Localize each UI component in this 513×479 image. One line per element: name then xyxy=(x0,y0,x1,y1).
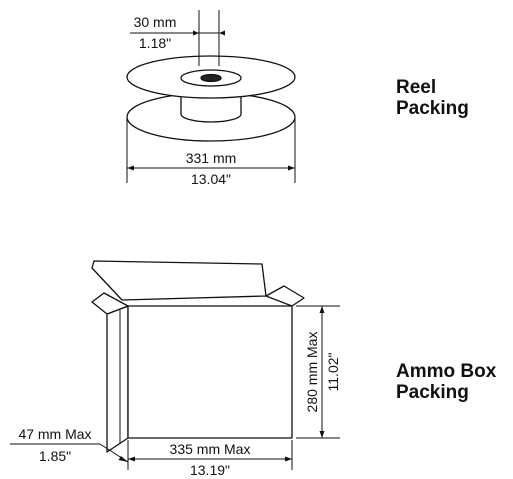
reel-drawing xyxy=(126,55,296,142)
ammo-box-heading-line1: Ammo Box xyxy=(396,361,497,382)
reel-heading-line1: Reel xyxy=(396,77,437,98)
reel-heading-line2: Packing xyxy=(396,98,469,119)
box-depth-in: 1.85" xyxy=(39,448,71,464)
box-left-flap xyxy=(91,292,129,315)
box-right-flap xyxy=(265,285,305,307)
reel-hub-width-mm: 30 mm xyxy=(134,14,177,30)
reel-packing-heading: Reel Packing xyxy=(396,77,469,119)
reel-diameter-in: 13.04" xyxy=(191,171,231,187)
box-depth-mm: 47 mm Max xyxy=(18,426,91,442)
reel-hub-width-in: 1.18" xyxy=(139,35,171,51)
box-height-dimension xyxy=(296,305,340,439)
reel-diameter-mm: 331 mm xyxy=(186,150,237,166)
ammo-box-drawing xyxy=(91,260,305,453)
reel-hub-dimension xyxy=(130,10,220,66)
box-height-mm: 280 mm Max xyxy=(304,332,320,413)
box-front-panel xyxy=(127,305,293,439)
box-width-mm: 335 mm Max xyxy=(170,441,251,457)
reel-diameter-dimension xyxy=(126,118,296,183)
box-left-side xyxy=(106,305,129,453)
reel-bore xyxy=(200,73,222,83)
ammo-box-heading-line2: Packing xyxy=(396,382,469,403)
box-height-in: 11.02" xyxy=(325,352,341,391)
box-width-in: 13.19" xyxy=(190,462,230,478)
box-back-lid xyxy=(91,260,267,301)
ammo-box-packing-heading: Ammo Box Packing xyxy=(396,361,496,403)
box-width-dimension xyxy=(127,440,293,470)
